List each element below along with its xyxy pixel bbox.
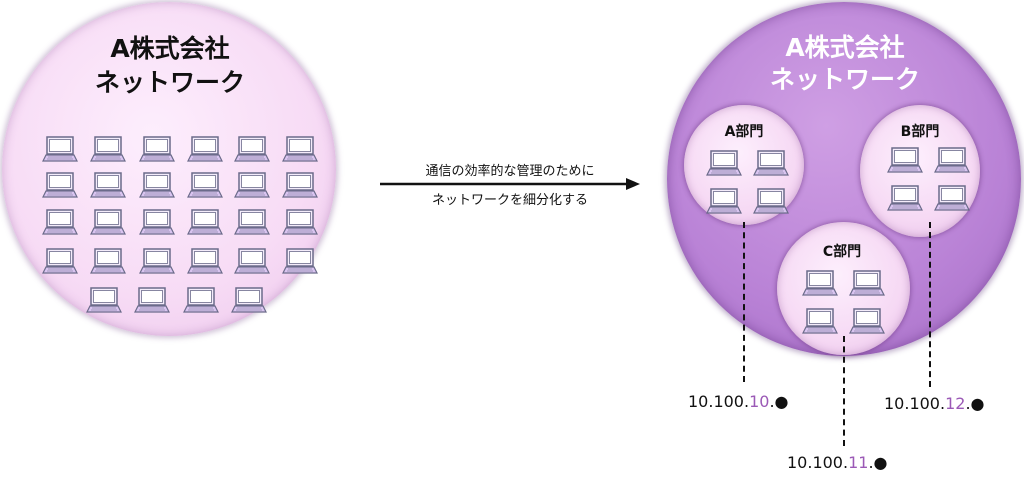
laptop-icon bbox=[187, 209, 223, 235]
department-c-connector bbox=[843, 336, 845, 446]
network-label: ネットワーク bbox=[769, 65, 920, 94]
laptop-icon bbox=[282, 248, 318, 274]
department-b-connector bbox=[929, 222, 931, 387]
laptop-icon bbox=[802, 270, 838, 296]
laptop-icon bbox=[187, 136, 223, 162]
laptop-icon bbox=[90, 172, 126, 198]
laptop-icon bbox=[934, 147, 970, 173]
department-c-address: 10.100.11.● bbox=[787, 453, 888, 472]
company-name: A株式会社 bbox=[110, 34, 230, 63]
department-c-circle bbox=[777, 222, 910, 355]
laptop-icon bbox=[139, 172, 175, 198]
laptop-icon bbox=[802, 308, 838, 334]
arrow-icon bbox=[380, 178, 640, 190]
laptop-icon bbox=[282, 136, 318, 162]
arrow-caption-line2: ネットワークを細分化する bbox=[431, 193, 588, 208]
laptop-icon bbox=[90, 248, 126, 274]
company-network-title: A株式会社 ネットワーク bbox=[40, 32, 300, 100]
laptop-icon bbox=[887, 185, 923, 211]
laptop-icon bbox=[234, 209, 270, 235]
laptop-icon bbox=[187, 248, 223, 274]
laptop-icon bbox=[139, 136, 175, 162]
network-label: ネットワーク bbox=[94, 68, 245, 97]
department-b-address: 10.100.12.● bbox=[884, 394, 985, 413]
laptop-icon bbox=[90, 136, 126, 162]
laptop-icon bbox=[231, 287, 267, 313]
laptop-icon bbox=[234, 248, 270, 274]
laptop-icon bbox=[187, 172, 223, 198]
laptop-icon bbox=[706, 150, 742, 176]
arrow-caption-line1: 通信の効率的な管理のために bbox=[425, 164, 595, 179]
laptop-icon bbox=[706, 188, 742, 214]
laptop-icon bbox=[753, 150, 789, 176]
company-name: A株式会社 bbox=[785, 33, 905, 62]
company-network-circle bbox=[2, 2, 336, 336]
laptop-icon bbox=[134, 287, 170, 313]
laptop-icon bbox=[42, 172, 78, 198]
department-b-label: B部門 bbox=[900, 124, 940, 140]
laptop-icon bbox=[849, 270, 885, 296]
department-a-connector bbox=[743, 222, 745, 382]
laptop-icon bbox=[42, 248, 78, 274]
department-a-label: A部門 bbox=[724, 124, 764, 140]
laptop-icon bbox=[934, 185, 970, 211]
laptop-icon bbox=[849, 308, 885, 334]
laptop-icon bbox=[282, 209, 318, 235]
laptop-icon bbox=[42, 209, 78, 235]
laptop-icon bbox=[90, 209, 126, 235]
laptop-icon bbox=[753, 188, 789, 214]
segmented-network-title: A株式会社 ネットワーク bbox=[730, 32, 960, 96]
department-c-label: C部門 bbox=[822, 244, 862, 260]
laptop-icon bbox=[139, 248, 175, 274]
laptop-icon bbox=[42, 136, 78, 162]
laptop-icon bbox=[86, 287, 122, 313]
laptop-icon bbox=[282, 172, 318, 198]
laptop-icon bbox=[887, 147, 923, 173]
department-a-address: 10.100.10.● bbox=[688, 392, 789, 411]
laptop-icon bbox=[183, 287, 219, 313]
laptop-icon bbox=[139, 209, 175, 235]
laptop-icon bbox=[234, 172, 270, 198]
laptop-icon bbox=[234, 136, 270, 162]
